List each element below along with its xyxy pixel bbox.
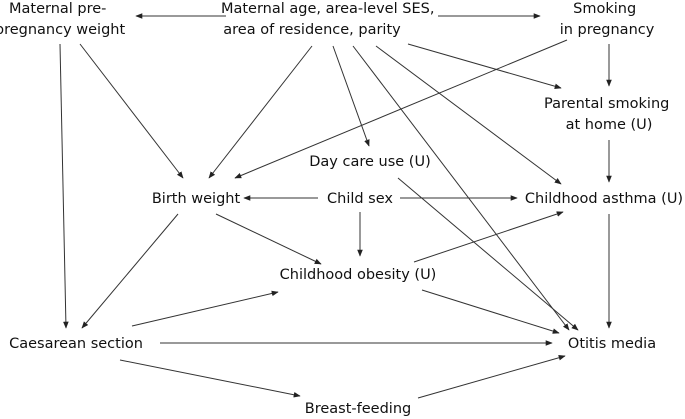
edge-breast-feeding-to-otitis <box>417 355 566 399</box>
edge-maternal-age-to-birth-weight <box>208 45 313 179</box>
edge-maternal-age-to-otitis <box>352 45 570 331</box>
edge-obesity-to-asthma <box>413 211 564 263</box>
node-maternal-weight: Maternal pre- pregnancy weight <box>0 1 125 38</box>
node-breast-feeding: Breast-feeding <box>305 401 411 417</box>
edge-maternal-age-to-parental-smoking <box>407 43 562 89</box>
node-childhood-asthma: Childhood asthma (U) <box>525 191 683 207</box>
node-otitis: Otitis media <box>568 336 656 352</box>
node-childhood-obesity: Childhood obesity (U) <box>280 267 437 283</box>
edge-maternal-weight-to-birth-weight <box>79 43 184 179</box>
edge-day-care-to-otitis <box>397 177 579 331</box>
node-child-sex: Child sex <box>327 191 393 207</box>
edge-maternal-age-to-day-care <box>332 45 370 147</box>
edge-birth-weight-to-obesity <box>215 213 322 265</box>
node-day-care: Day care use (U) <box>309 154 430 170</box>
node-maternal-age: Maternal age, area-level SES, area of re… <box>221 1 439 38</box>
node-parental-smoking: Parental smoking at home (U) <box>544 96 674 133</box>
edge-caesarean-to-obesity <box>131 290 279 327</box>
edge-obesity-to-otitis <box>421 289 560 334</box>
edge-smoking-to-birth-weight <box>234 39 568 179</box>
node-birth-weight: Birth weight <box>152 191 241 207</box>
node-smoking-pregnancy: Smoking in pregnancy <box>560 1 655 38</box>
edge-birth-weight-to-caesarean <box>81 213 179 329</box>
edge-caesarean-to-breast-feeding <box>119 359 301 398</box>
edges-layer <box>59 13 612 399</box>
edge-maternal-age-to-asthma <box>375 45 562 185</box>
edge-maternal-weight-to-caesarean <box>59 43 69 329</box>
node-caesarean: Caesarean section <box>9 336 143 352</box>
